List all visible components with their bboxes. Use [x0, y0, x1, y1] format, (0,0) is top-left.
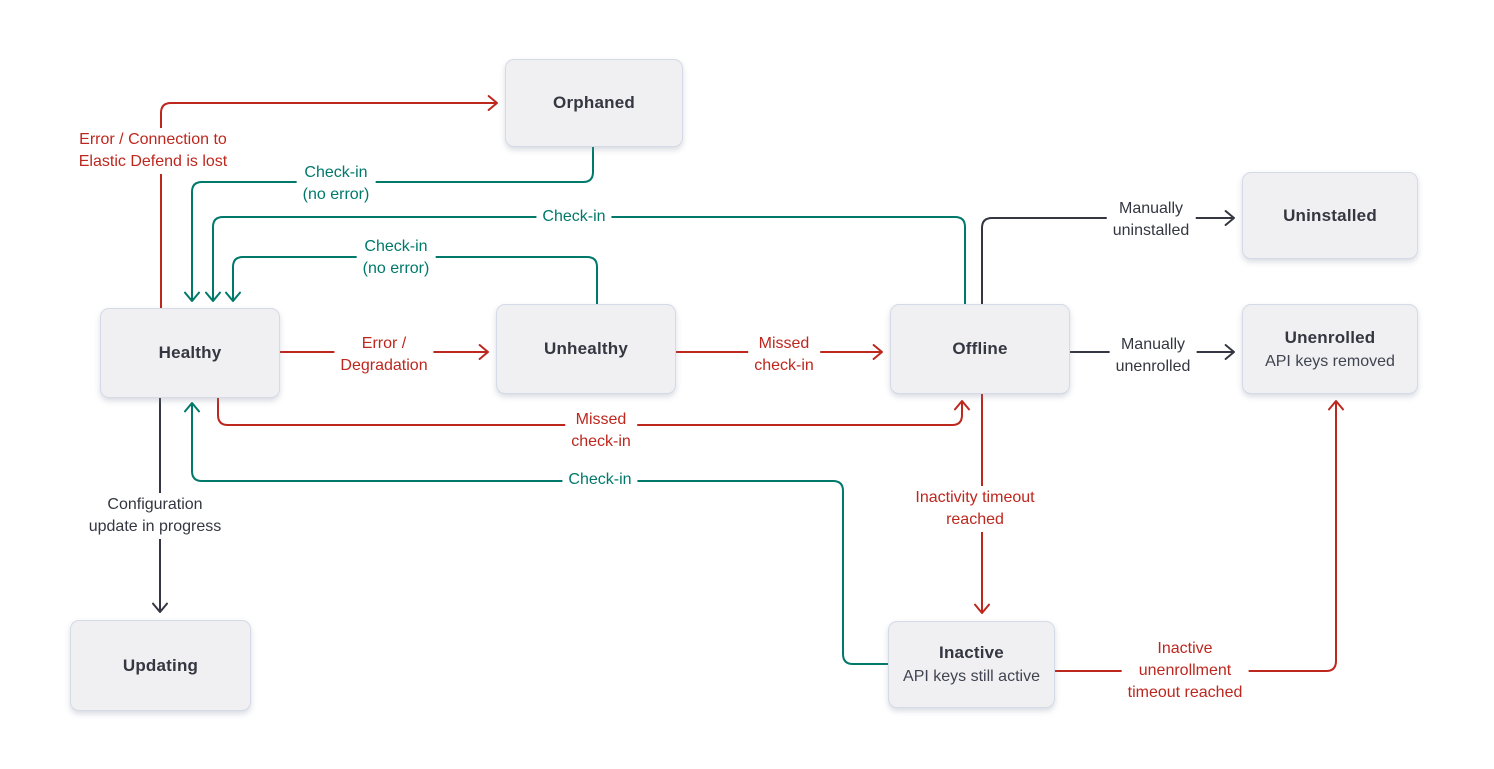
node-unenrolled: Unenrolled API keys removed — [1242, 304, 1418, 394]
node-unenrolled-sublabel: API keys removed — [1265, 352, 1395, 370]
node-offline-label: Offline — [952, 339, 1008, 358]
edge-label-unhealthy-to-offline: Missed check-in — [748, 332, 820, 378]
edge-offline-to-uninstalled — [981, 210, 1236, 304]
edge-label-healthy-to-orphaned: Error / Connection to Elastic Defend is … — [72, 128, 234, 174]
node-inactive: Inactive API keys still active — [888, 621, 1055, 708]
edge-label-healthy-to-unhealthy: Error / Degradation — [334, 332, 434, 378]
edge-label-offline-to-inactive: Inactivity timeout reached — [909, 486, 1041, 532]
node-offline: Offline — [890, 304, 1070, 394]
node-unenrolled-label: Unenrolled — [1284, 327, 1376, 347]
node-orphaned: Orphaned — [505, 59, 683, 147]
edge-orphaned-to-healthy — [184, 147, 594, 303]
node-orphaned-label: Orphaned — [553, 93, 635, 112]
edge-inactive-to-unenrolled — [1055, 399, 1344, 672]
edge-label-offline-to-unenrolled: Manually unenrolled — [1109, 333, 1197, 379]
node-updating-label: Updating — [122, 655, 199, 675]
edge-offline-to-healthy — [205, 216, 966, 304]
edge-label-offline-to-uninstalled: Manually uninstalled — [1106, 197, 1196, 243]
edge-label-inactive-to-unenrolled: Inactive unenrollment timeout reached — [1121, 637, 1249, 705]
edge-label-inactive-to-healthy: Check-in — [562, 468, 638, 492]
edge-healthy-to-orphaned — [160, 95, 499, 308]
edge-label-healthy-to-offline: Missed check-in — [565, 408, 637, 454]
node-updating: Updating — [70, 620, 251, 711]
node-uninstalled-label: Uninstalled — [1283, 205, 1377, 225]
edge-label-unhealthy-to-healthy: Check-in (no error) — [356, 235, 436, 281]
node-inactive-label: Inactive — [939, 643, 1004, 662]
edge-label-offline-to-healthy: Check-in — [536, 205, 612, 229]
node-uninstalled: Uninstalled — [1242, 172, 1418, 259]
node-healthy-label: Healthy — [158, 343, 222, 362]
node-inactive-sublabel: API keys still active — [903, 668, 1040, 685]
node-unhealthy-label: Unhealthy — [544, 339, 628, 358]
node-unhealthy: Unhealthy — [496, 304, 676, 394]
edge-label-healthy-to-updating: Configuration update in progress — [82, 493, 228, 539]
edge-label-orphaned-to-healthy: Check-in (no error) — [296, 161, 376, 207]
node-healthy: Healthy — [100, 308, 280, 398]
edge-inactive-to-healthy — [184, 401, 888, 665]
